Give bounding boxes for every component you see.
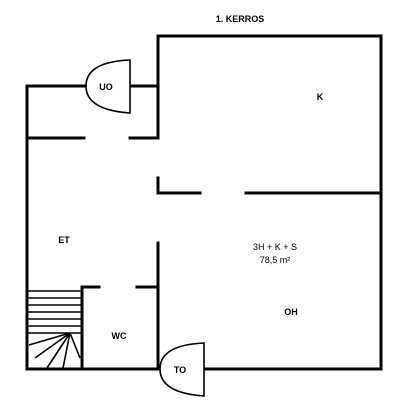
- wc-label: WC: [112, 331, 127, 341]
- terrace-door-label: TO: [174, 365, 186, 375]
- apartment-area: 78,5 m²: [260, 255, 291, 265]
- floor-title: 1. KERROS: [216, 14, 265, 24]
- living-room-label: OH: [284, 307, 298, 317]
- apartment-type: 3H + K + S: [253, 242, 297, 252]
- entrance-door-label: UO: [99, 82, 113, 92]
- hall-label: ET: [58, 235, 70, 245]
- walls: [25, 34, 383, 371]
- staircase: [27, 290, 82, 369]
- terrace-door-icon: [159, 342, 205, 397]
- entrance-door-icon: [85, 59, 131, 114]
- kitchen-label: K: [317, 92, 324, 102]
